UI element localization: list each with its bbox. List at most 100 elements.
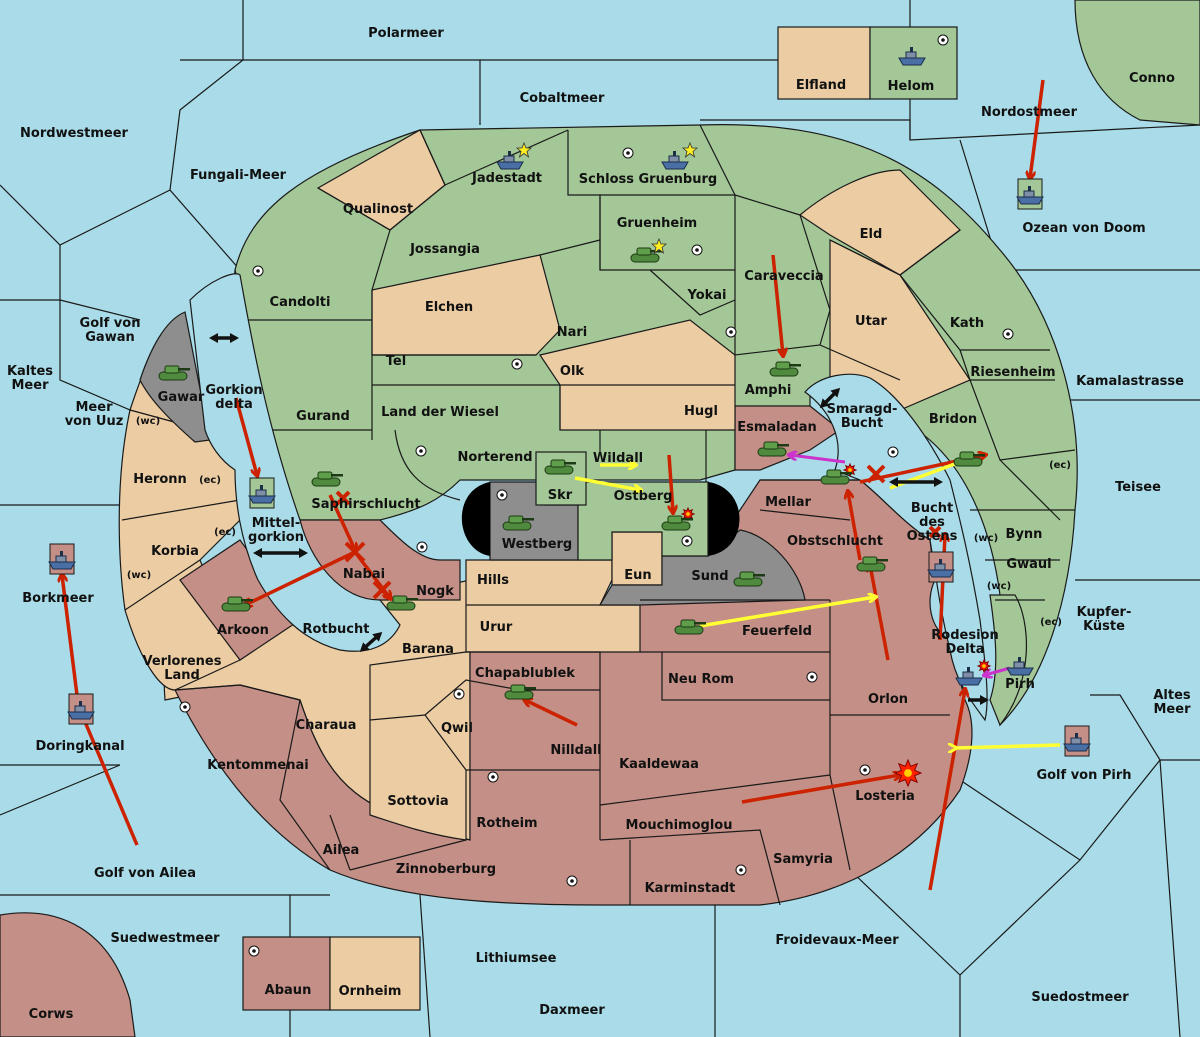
province-labels: Elfland Helom Jadestadt Schloss Gruenbur… xyxy=(133,78,1055,999)
east-mountain xyxy=(708,482,740,556)
province-label-wildall: Wildall xyxy=(593,451,643,466)
tank-icon[interactable] xyxy=(158,365,190,381)
province-label-barana: Barana xyxy=(402,642,454,657)
support-arrow xyxy=(699,597,875,628)
sea-label-mittelgorkion: Mittel-gorkion xyxy=(248,516,304,545)
province-label-eld: Eld xyxy=(860,227,883,242)
tank-icon[interactable] xyxy=(504,684,536,700)
province-borders xyxy=(121,124,1076,906)
province-label-losteria: Losteria xyxy=(855,789,915,804)
tank-icon[interactable] xyxy=(221,596,253,612)
sea-label-polarmeer: Polarmeer xyxy=(368,26,444,41)
supply-center-icon xyxy=(415,445,427,457)
sea-label-cobaltmeer: Cobaltmeer xyxy=(520,91,605,106)
tank-icon[interactable] xyxy=(544,459,576,475)
star-icon xyxy=(681,141,699,159)
province-label-gurand: Gurand xyxy=(296,409,350,424)
ostberg-green xyxy=(577,481,709,561)
province-label-ornheim: Ornheim xyxy=(339,984,402,999)
supply-center-icon xyxy=(487,771,499,783)
sea-label-froidevaux: Froidevaux-Meer xyxy=(775,933,899,948)
province-label-amphi: Amphi xyxy=(745,383,792,398)
supply-center-icon xyxy=(179,701,191,713)
province-label-norterend: Norterend xyxy=(457,450,532,465)
province-label-abaun: Abaun xyxy=(265,983,312,998)
ship-icon[interactable] xyxy=(248,477,276,509)
elfland-province[interactable] xyxy=(777,26,871,100)
order-arrow xyxy=(328,494,355,550)
tank-icon[interactable] xyxy=(856,556,888,572)
cross-icon xyxy=(335,490,351,506)
tank-icon[interactable] xyxy=(733,571,765,587)
ship-icon[interactable] xyxy=(48,543,76,575)
ship-icon[interactable] xyxy=(927,551,955,583)
province-label-skr: Skr xyxy=(548,488,573,503)
support-arrow xyxy=(574,476,640,490)
ship-icon[interactable] xyxy=(67,693,95,725)
supply-center-icon xyxy=(1002,328,1014,340)
tank-icon[interactable] xyxy=(502,515,534,531)
ship-icon[interactable] xyxy=(1006,657,1034,676)
sea-label-nordwestmeer: Nordwestmeer xyxy=(20,126,128,141)
province-label-obstschlucht: Obstschlucht xyxy=(787,534,883,549)
tank-icon[interactable] xyxy=(386,595,418,611)
sea-label-conno: Conno xyxy=(1129,71,1175,86)
order-arrow xyxy=(80,710,139,846)
province-label-kath: Kath xyxy=(950,316,984,331)
sea-label-kupfer: Kupfer-Küste xyxy=(1077,605,1132,634)
province-label-samyria: Samyria xyxy=(773,852,833,867)
province-label-tel: Tel xyxy=(386,354,406,369)
province-label-hugl: Hugl xyxy=(684,404,718,419)
tank-icon[interactable] xyxy=(820,469,852,485)
province-label-land-wiesel: Land der Wiesel xyxy=(381,405,499,420)
province-label-feuerfeld: Feuerfeld xyxy=(742,624,812,639)
province-label-chapablublek: Chapablublek xyxy=(475,666,575,681)
coast-label-ec: (ec) xyxy=(1040,617,1062,628)
tank-icon[interactable] xyxy=(769,361,801,377)
ship-icon[interactable] xyxy=(496,151,524,170)
province-label-gwaul: Gwaul xyxy=(1006,557,1051,572)
tank-icon[interactable] xyxy=(630,247,662,263)
explosion-icon xyxy=(893,758,923,788)
explosion-icon xyxy=(976,658,992,674)
tank-icon[interactable] xyxy=(953,451,985,467)
order-arrow xyxy=(1030,79,1045,178)
supply-centers xyxy=(179,34,1014,957)
order-arrow xyxy=(667,454,673,512)
province-label-ostberg: Ostberg xyxy=(614,489,673,504)
sea-label-doringkanal: Doringkanal xyxy=(35,739,124,754)
tank-icon[interactable] xyxy=(674,619,706,635)
province-label-korbia: Korbia xyxy=(151,544,199,559)
order-arrow xyxy=(234,397,257,475)
province-label-heronn: Heronn xyxy=(133,472,187,487)
province-label-nogk: Nogk xyxy=(416,584,454,599)
province-label-westberg: Westberg xyxy=(502,537,572,552)
sea-label-daxmeer: Daxmeer xyxy=(539,1003,605,1018)
province-label-bridon: Bridon xyxy=(929,412,977,427)
ship-icon[interactable] xyxy=(955,667,983,686)
province-label-nilldall: Nilldall xyxy=(550,743,601,758)
coast-label-ec: (ec) xyxy=(199,475,221,486)
ship-icon[interactable] xyxy=(661,151,689,170)
smaragd-water xyxy=(804,373,988,722)
province-label-nabai: Nabai xyxy=(343,567,385,582)
province-label-orlon: Orlon xyxy=(868,692,908,707)
supply-center-icon xyxy=(566,875,578,887)
ornheim-province[interactable] xyxy=(329,936,421,1011)
province-label-olk: Olk xyxy=(560,364,585,379)
ship-icon[interactable] xyxy=(1063,725,1091,757)
ship-icon[interactable] xyxy=(1016,178,1044,210)
tank-icon[interactable] xyxy=(757,441,789,457)
coast-label-wc: (wc) xyxy=(136,416,160,427)
ship-icon[interactable] xyxy=(898,47,926,66)
supply-center-icon xyxy=(248,945,260,957)
coast-label-wc: (wc) xyxy=(987,581,1011,592)
tank-icon[interactable] xyxy=(661,515,693,531)
sea-label-golf-ailea: Golf von Ailea xyxy=(94,866,196,881)
tank-icon[interactable] xyxy=(311,471,343,487)
province-label-qualinost: Qualinost xyxy=(343,202,413,217)
supply-center-icon xyxy=(511,358,523,370)
